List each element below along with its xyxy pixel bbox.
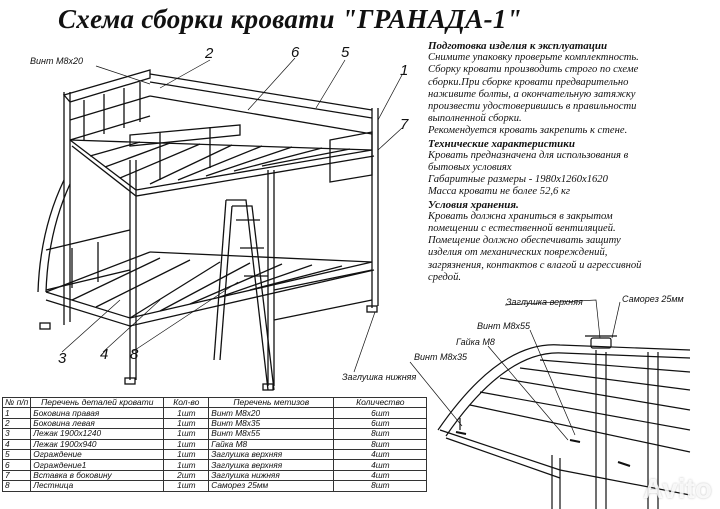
cell-qty: 1шт bbox=[163, 428, 210, 440]
cell-hardware: Винт М8х55 bbox=[208, 428, 335, 440]
instructions-block: Подготовка изделия к эксплуатации Снимит… bbox=[428, 40, 718, 284]
col-header-hardware: Перечень метизов bbox=[208, 396, 335, 409]
cell-hardware-qty: 4шт bbox=[333, 469, 428, 482]
callout-samorez: Саморез 25мм bbox=[622, 294, 684, 304]
callout-vint-m8x35: Винт М8х35 bbox=[414, 352, 467, 362]
tech-line: Габаритные размеры - 1980х1260х1620 bbox=[428, 174, 608, 186]
cell-qty: 1шт bbox=[163, 480, 210, 492]
callout-vint-m8x55: Винт М8х55 bbox=[477, 321, 530, 331]
cell-hardware-qty: 6шт bbox=[333, 417, 428, 430]
cell-qty: 1шт bbox=[163, 417, 210, 430]
cell-hardware-qty: 6шт bbox=[333, 407, 428, 419]
storage-line: изделия от механических повреждений, bbox=[428, 247, 608, 259]
callout-6: 6 bbox=[291, 44, 300, 61]
callout-3: 3 bbox=[58, 350, 67, 367]
table-row: 4 Лежак 1900х940 1шт Гайка М8 8шт bbox=[1, 438, 428, 450]
cell-number: 1 bbox=[1, 407, 32, 419]
cell-part: Ограждение bbox=[30, 448, 165, 461]
col-header-parts: Перечень деталей кровати bbox=[30, 396, 165, 409]
cell-number: 8 bbox=[1, 480, 32, 492]
storage-heading: Условия хранения. bbox=[428, 198, 519, 211]
cell-part: Лежак 1900х1240 bbox=[30, 428, 165, 440]
cell-part: Лестница bbox=[30, 480, 165, 492]
prep-line: выполненной сборки. bbox=[428, 113, 522, 125]
table-row: 7 Вставка в боковину 2шт Заглушка нижняя… bbox=[1, 469, 428, 482]
callout-5: 5 bbox=[341, 44, 350, 61]
cell-part: Боковина правая bbox=[30, 407, 165, 419]
cell-hardware-qty: 8шт bbox=[333, 428, 428, 440]
cell-number: 3 bbox=[1, 428, 32, 440]
callout-gayka-m8: Гайка М8 bbox=[456, 337, 495, 347]
cell-hardware-qty: 8шт bbox=[333, 438, 428, 450]
cell-hardware: Заглушка верхняя bbox=[208, 459, 335, 471]
callout-2: 2 bbox=[205, 45, 214, 62]
cell-hardware-qty: 4шт bbox=[333, 459, 428, 471]
prep-heading: Подготовка изделия к эксплуатации bbox=[428, 40, 608, 52]
callout-4: 4 bbox=[100, 346, 109, 363]
storage-line: Кровать должна храниться в закрытом bbox=[428, 210, 613, 222]
tech-line: Кровать предназначена для использования … bbox=[428, 149, 629, 161]
prep-line: Снимите упаковку проверьте комплектность… bbox=[428, 52, 639, 64]
cell-qty: 1шт bbox=[163, 407, 210, 419]
col-header-number: № п/п bbox=[1, 396, 32, 409]
table-row: 1 Боковина правая 1шт Винт М8х20 6шт bbox=[1, 407, 428, 419]
cell-hardware: Заглушка верхняя bbox=[208, 448, 335, 461]
table-row: 3 Лежак 1900х1240 1шт Винт М8х55 8шт bbox=[1, 428, 428, 440]
tech-line: бытовых условиях bbox=[428, 162, 512, 174]
storage-line: средой. bbox=[428, 271, 462, 283]
cell-qty: 2шт bbox=[163, 469, 210, 482]
cell-number: 4 bbox=[1, 438, 32, 450]
callout-zaglushka-verhnyaya: Заглушка верхняя bbox=[506, 297, 583, 307]
prep-line: Рекомендуется кровать закрепить к стене. bbox=[428, 125, 628, 137]
avito-watermark: Avito bbox=[643, 473, 712, 504]
cell-hardware: Винт М8х35 bbox=[208, 417, 335, 430]
cell-hardware: Саморез 25мм bbox=[208, 480, 335, 492]
cell-hardware: Заглушка нижняя bbox=[208, 469, 335, 482]
tech-line: Масса кровати не более 52,6 кг bbox=[428, 186, 571, 198]
prep-line: произвести удостоверившись в правильност… bbox=[428, 101, 637, 113]
cell-qty: 1шт bbox=[163, 448, 210, 461]
table-row: 2 Боковина левая 1шт Винт М8х35 6шт bbox=[1, 417, 428, 430]
callout-vint-m8x20: Винт М8х20 bbox=[30, 56, 83, 66]
tech-heading: Технические характеристики bbox=[428, 137, 575, 150]
col-header-hardware-qty: Количество bbox=[333, 396, 428, 409]
callout-8: 8 bbox=[130, 346, 139, 363]
page-title: Схема сборки кровати "ГРАНАДА-1" bbox=[58, 4, 522, 34]
table-header-row: № п/п Перечень деталей кровати Кол-во Пе… bbox=[1, 396, 428, 409]
cell-part: Лежак 1900х940 bbox=[30, 438, 165, 450]
callout-1: 1 bbox=[400, 62, 409, 79]
cell-number: 5 bbox=[1, 448, 32, 461]
table-row: 6 Ограждение1 1шт Заглушка верхняя 4шт bbox=[1, 459, 428, 471]
cell-qty: 1шт bbox=[163, 459, 210, 471]
cell-hardware: Гайка М8 bbox=[208, 438, 335, 450]
cell-number: 2 bbox=[1, 417, 32, 430]
cell-number: 7 bbox=[1, 469, 32, 482]
storage-line: Помещение должно обеспечивать защиту bbox=[428, 235, 621, 247]
cell-part: Вставка в боковину bbox=[30, 469, 165, 482]
table-row: 8 Лестница 1шт Саморез 25мм 8шт bbox=[1, 480, 428, 492]
cell-part: Ограждение1 bbox=[30, 459, 165, 471]
col-header-qty: Кол-во bbox=[163, 396, 210, 409]
cell-qty: 1шт bbox=[163, 438, 210, 450]
storage-line: помещении с естественной вентиляцией. bbox=[428, 223, 616, 235]
prep-line: наживите болты, а окончательную затяжку bbox=[428, 88, 636, 100]
table-row: 5 Ограждение 1шт Заглушка верхняя 4шт bbox=[1, 448, 428, 461]
prep-line: Сборку кровати производить строго по схе… bbox=[428, 64, 639, 76]
callout-zaglushka-nizhnyaya: Заглушка нижняя bbox=[342, 372, 417, 382]
cell-part: Боковина левая bbox=[30, 417, 165, 430]
prep-line: сборки.При сборке кровати предварительно bbox=[428, 76, 629, 88]
storage-line: загрязнения, контактов с влагой и агресс… bbox=[428, 259, 642, 271]
parts-table: № п/п Перечень деталей кровати Кол-во Пе… bbox=[1, 396, 428, 492]
cell-hardware: Винт М8х20 bbox=[208, 407, 335, 419]
callout-7: 7 bbox=[400, 116, 409, 133]
cell-hardware-qty: 4шт bbox=[333, 448, 428, 461]
cell-hardware-qty: 8шт bbox=[333, 480, 428, 492]
cell-number: 6 bbox=[1, 459, 32, 471]
